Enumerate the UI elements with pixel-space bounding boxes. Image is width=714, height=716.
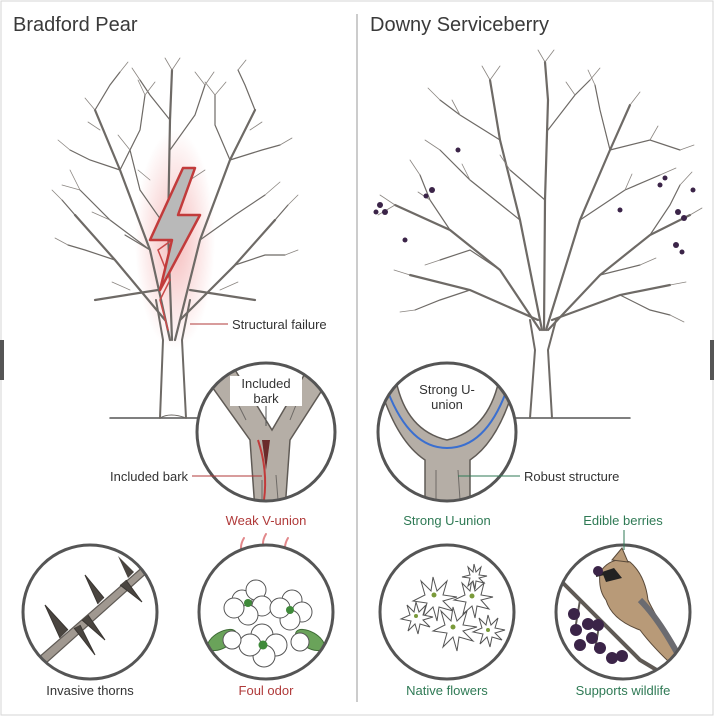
strong-u-union-inset	[376, 361, 520, 503]
foul-odor-flower-inset	[197, 543, 335, 681]
strong-u-union-caption: Strong U-union	[403, 513, 491, 528]
lightning-icon	[148, 166, 202, 292]
berry-cluster-icon	[568, 608, 628, 664]
thorn-branch-icon	[21, 543, 159, 681]
white-flower-icon	[378, 543, 516, 681]
foul-odor-caption: Foul odor	[238, 683, 294, 698]
cedar-waxwing-bird-icon	[595, 547, 690, 673]
robust-structure-label: Robust structure	[524, 469, 620, 484]
right-panel-title: Downy Serviceberry	[370, 14, 549, 36]
weak-v-union-caption: Weak V-union	[225, 513, 307, 528]
included-bark-callout: Included bark	[110, 469, 189, 484]
edible-berries-label: Edible berries	[583, 513, 663, 528]
tree-berry-cluster-icon	[373, 147, 696, 255]
right-edge-marker	[710, 340, 714, 380]
wildlife-inset	[554, 530, 692, 681]
native-flowers-caption: Native flowers	[406, 683, 488, 698]
structural-failure-label: Structural failure	[232, 317, 327, 332]
included-bark-inset-label: Included bark	[230, 376, 302, 406]
left-panel-title: Bradford Pear	[13, 14, 138, 36]
invasive-thorns-caption: Invasive thorns	[46, 683, 134, 698]
left-edge-marker	[0, 340, 4, 380]
berry-in-beak	[593, 566, 603, 576]
serviceberry-tree	[377, 49, 703, 419]
strong-u-union-inset-label: Strong U-union	[416, 382, 478, 412]
supports-wildlife-caption: Supports wildlife	[575, 683, 671, 698]
